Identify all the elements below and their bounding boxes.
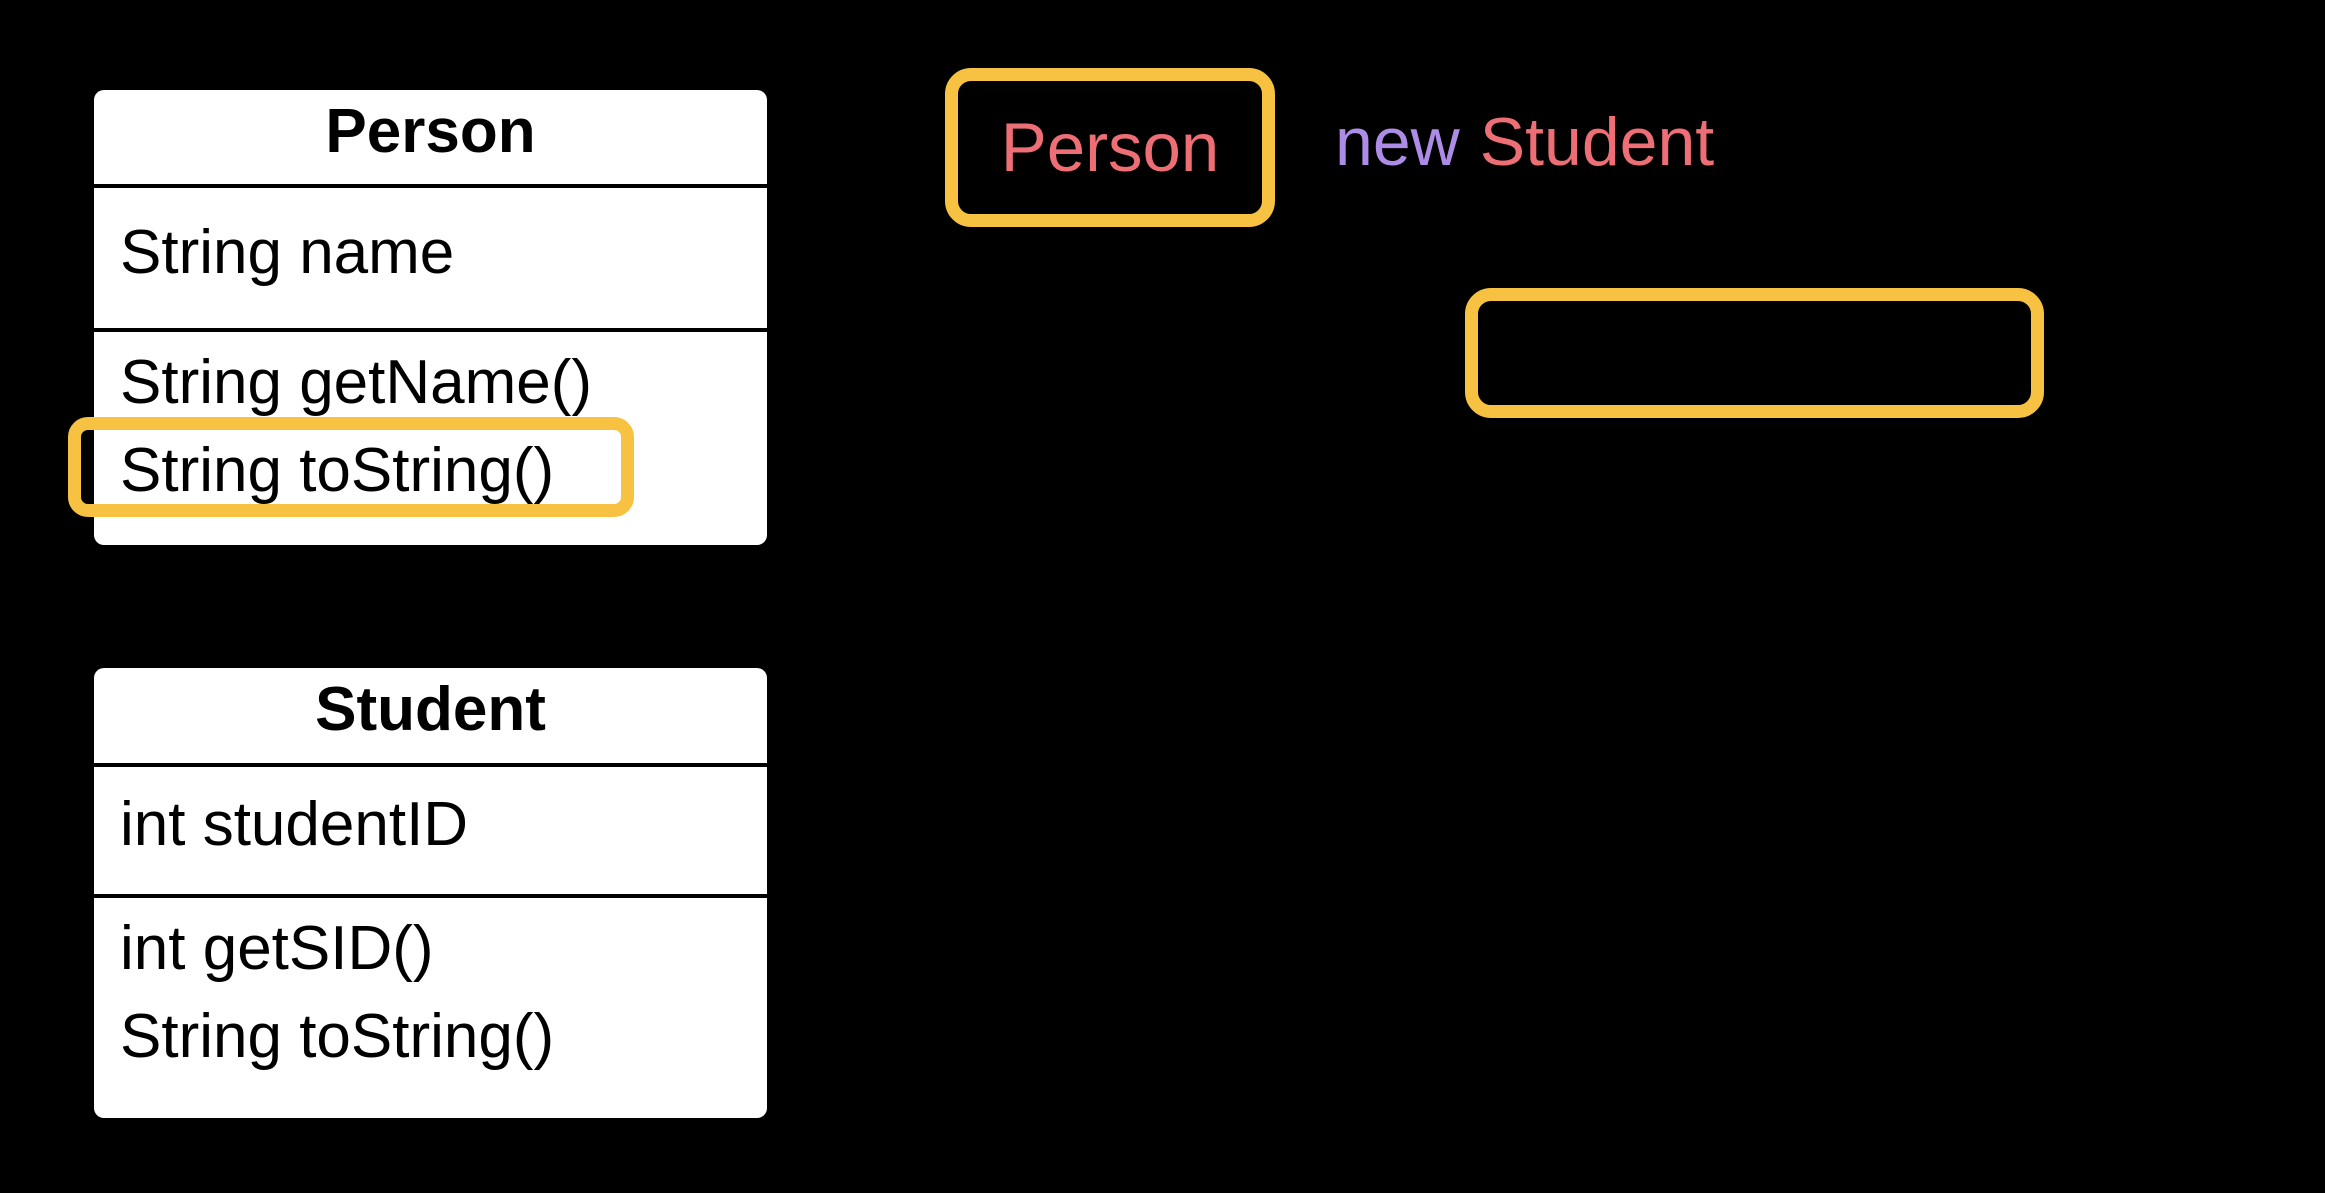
uml-person-methods-section: String getName() String toString() xyxy=(94,332,767,545)
uml-student-method-tostring: String toString() xyxy=(120,1001,555,1071)
highlight-box-answer-empty xyxy=(1465,288,2044,418)
uml-student-attribute-studentid: int studentID xyxy=(120,790,469,859)
uml-person-attribute-name: String name xyxy=(120,217,455,287)
expression-keyword-new: new xyxy=(1335,104,1460,180)
uml-person-attributes-section: String name xyxy=(94,188,767,332)
expression-constructor-student: Student xyxy=(1479,104,1715,180)
uml-person-method-getname: String getName() xyxy=(120,347,593,417)
uml-person-title: Person xyxy=(94,90,767,188)
highlight-box-type-label: Person xyxy=(945,68,1275,227)
uml-student-method-getsid: int getSID() xyxy=(120,913,434,983)
uml-class-person: Person String name String getName() Stri… xyxy=(94,90,767,545)
uml-person-method-tostring: String toString() xyxy=(120,435,555,505)
expression-type-label: Person xyxy=(1000,109,1220,186)
uml-class-student: Student int studentID int getSID() Strin… xyxy=(94,668,767,1118)
uml-student-attributes-section: int studentID xyxy=(94,767,767,898)
uml-student-methods-section: int getSID() String toString() xyxy=(94,898,767,1118)
uml-student-title: Student xyxy=(94,668,767,767)
highlight-box-tostring-method xyxy=(68,417,634,517)
